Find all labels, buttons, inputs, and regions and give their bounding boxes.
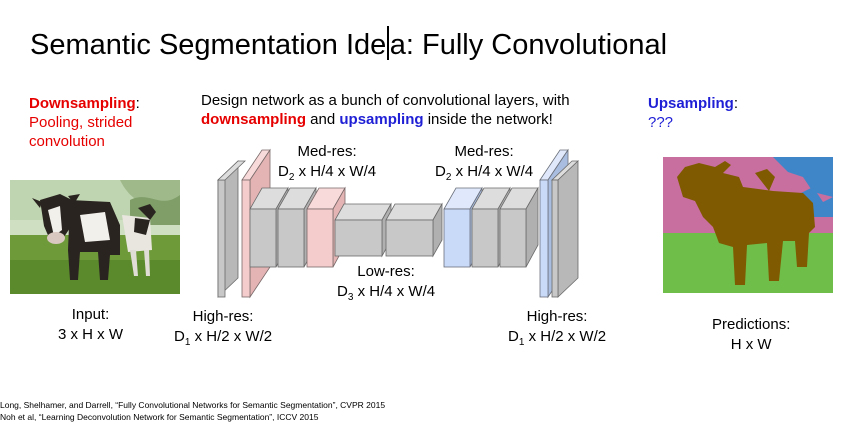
layer-conv-5	[499, 186, 539, 268]
highres-right-sub: 1	[518, 337, 525, 348]
upsampling-line1: ???	[648, 114, 674, 131]
lowres-label: Low-res: D3 x H/4 x W/4	[337, 262, 436, 303]
downsampling-heading: Downsampling	[29, 95, 136, 112]
highres-right-dims: D1 x H/2 x W/2	[508, 327, 607, 348]
medres-right-d: D	[435, 163, 446, 180]
citations: Long, Shelhamer, and Darrell, “Fully Con…	[0, 399, 385, 423]
medres-left-dims: D2 x H/4 x W/4	[278, 162, 377, 183]
highres-right-label: High-res: D1 x H/2 x W/2	[508, 307, 607, 348]
predictions-label: Predictions: H x W	[712, 315, 790, 355]
upsampling-colon: :	[733, 95, 739, 112]
predictions-dims: H x W	[730, 336, 772, 353]
highres-left-rest: x H/2 x W/2	[190, 328, 273, 345]
description-line1: Design network as a bunch of convolution…	[201, 92, 570, 109]
highres-left-title: High-res:	[192, 308, 254, 325]
lowres-sub: 3	[347, 292, 354, 303]
highres-right-rest: x H/2 x W/2	[524, 328, 607, 345]
highres-left-label: High-res: D1 x H/2 x W/2	[174, 307, 273, 348]
description-and-word: and	[306, 111, 340, 128]
upsampling-heading: Upsampling	[648, 95, 734, 112]
medres-right-sub: 2	[445, 172, 452, 183]
input-label-title: Input:	[71, 306, 110, 323]
upsampling-label: Upsampling: ???	[648, 94, 738, 132]
description-down-word: downsampling	[201, 111, 306, 128]
layer-output	[550, 160, 580, 298]
network-diagram	[216, 148, 580, 299]
medres-right-title: Med-res:	[454, 143, 514, 160]
medres-left-label: Med-res: D2 x H/4 x W/4	[278, 142, 377, 183]
medres-left-d: D	[278, 163, 289, 180]
lowres-rest: x H/4 x W/4	[353, 283, 436, 300]
highres-right-title: High-res:	[526, 308, 588, 325]
input-cow-photo	[10, 180, 180, 294]
highres-left-d: D	[174, 328, 185, 345]
description: Design network as a bunch of convolution…	[201, 91, 570, 129]
medres-left-sub: 2	[288, 172, 295, 183]
input-label: Input: 3 x H x W	[58, 305, 123, 345]
title-text-part2: a: Fully Convolutional	[389, 29, 668, 61]
predictions-segmentation-map	[663, 157, 833, 293]
description-up-word: upsampling	[339, 111, 424, 128]
layer-input	[216, 160, 247, 298]
predictions-title: Predictions:	[712, 316, 791, 333]
downsampling-line1: Pooling, strided	[29, 114, 133, 131]
highres-left-sub: 1	[184, 337, 191, 348]
layer-lowres-2	[385, 202, 443, 258]
title-text-part1: Semantic Segmentation Ide	[30, 29, 387, 61]
description-tail: inside the network!	[423, 111, 553, 128]
lowres-dims: D3 x H/4 x W/4	[337, 282, 436, 303]
downsampling-label: Downsampling: Pooling, strided convoluti…	[29, 94, 140, 151]
downsampling-colon: :	[135, 95, 140, 112]
downsampling-line2: convolution	[29, 133, 105, 150]
medres-right-label: Med-res: D2 x H/4 x W/4	[435, 142, 534, 183]
highres-left-dims: D1 x H/2 x W/2	[174, 327, 273, 348]
text-cursor	[387, 26, 389, 60]
highres-right-d: D	[508, 328, 519, 345]
layer-lowres-1	[334, 202, 392, 258]
input-label-dims: 3 x H x W	[58, 326, 124, 343]
medres-left-title: Med-res:	[297, 143, 357, 160]
description-line2: downsampling and upsampling inside the n…	[201, 110, 570, 129]
medres-left-rest: x H/4 x W/4	[294, 163, 377, 180]
lowres-d: D	[337, 283, 348, 300]
medres-right-rest: x H/4 x W/4	[451, 163, 534, 180]
medres-right-dims: D2 x H/4 x W/4	[435, 162, 534, 183]
lowres-title: Low-res:	[357, 263, 415, 280]
citation-1: Long, Shelhamer, and Darrell, “Fully Con…	[0, 400, 386, 410]
citation-2: Noh et al, “Learning Deconvolution Netwo…	[0, 412, 319, 422]
